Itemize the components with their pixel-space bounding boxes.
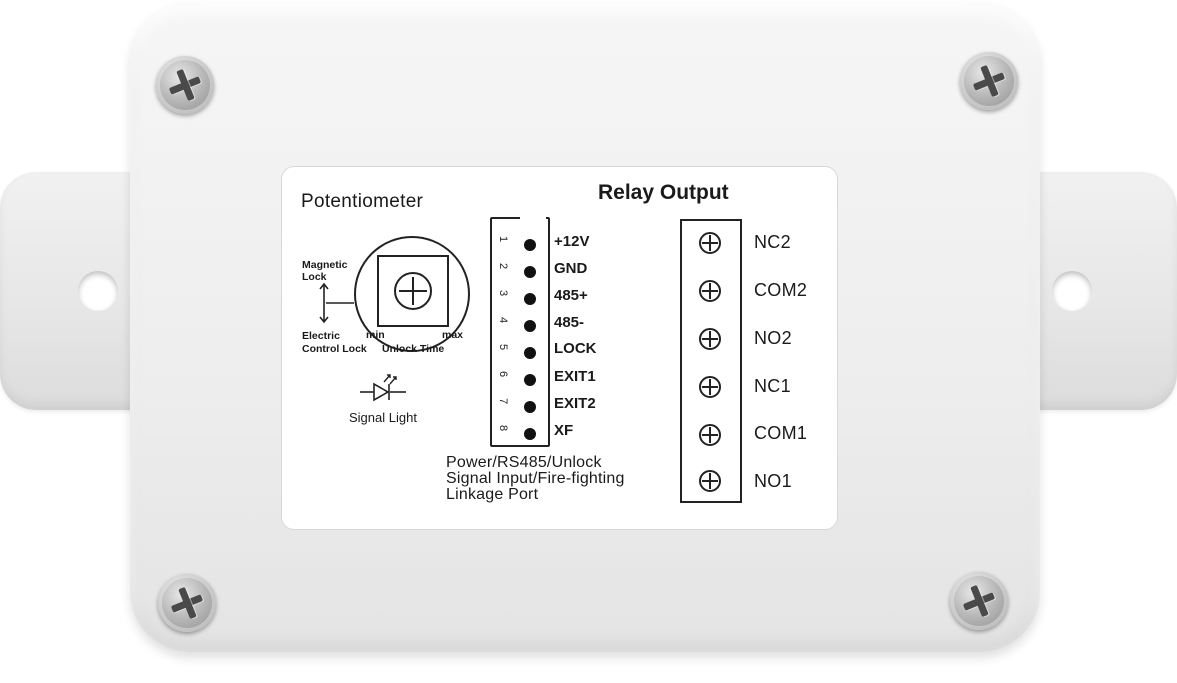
pin-label: EXIT1 [554,368,596,385]
relay-terminal-label: COM1 [754,423,808,443]
pin-dot [524,401,536,413]
pin-label: GND [554,260,588,277]
pin-label: XF [554,422,574,439]
pin-dot [524,239,536,251]
wiring-label: Potentiometer Relay Output Magnetic Lock… [282,167,837,529]
pin-number: 5 [497,343,510,351]
pin-dot [524,266,536,278]
lock-mode-arrow-icon [319,282,329,324]
pin-dot [524,374,536,386]
potentiometer-title: Potentiometer [301,191,424,212]
pin-connector: 1 2 3 4 5 6 7 8 [490,217,550,447]
relay-output-title: Relay Output [598,181,729,204]
screw-top-right [960,52,1018,110]
terminal-screw-icon [699,232,721,254]
magnetic-lock-label-1: Magnetic [302,259,348,271]
lock-mode-connector-icon [326,302,354,304]
pin-label: 485+ [554,287,588,304]
relay-terminal-label: NO1 [754,471,792,491]
pin-dot [524,320,536,332]
terminal-screw-icon [699,424,721,446]
pin-dot [524,347,536,359]
max-label: max [442,329,464,341]
pin-number: 4 [497,316,510,324]
terminal-screw-icon [699,328,721,350]
signal-light-icon [360,374,406,402]
unlock-time-label: Unlock Time [382,343,445,355]
relay-terminal-label: COM2 [754,280,808,300]
pin-dot [524,428,536,440]
pin-label: +12V [554,233,590,250]
min-label: min [366,329,385,341]
pin-label: LOCK [554,340,597,357]
left-mounting-hole [78,271,118,311]
signal-light-label: Signal Light [349,410,417,425]
relay-terminal-label: NC2 [754,232,791,252]
relay-terminal-block [680,219,742,503]
electric-lock-label-2: Control Lock [302,343,367,355]
pin-number: 1 [497,235,510,243]
pin-label: 485- [554,314,585,331]
screw-bottom-right [950,572,1008,630]
port-caption: Power/RS485/Unlock Signal Input/Fire-fig… [446,455,625,503]
relay-terminal-label: NC1 [754,376,791,396]
port-caption-line-1: Power/RS485/Unlock [446,454,602,471]
screw-top-left [156,56,214,114]
pin-number: 6 [497,370,510,378]
relay-terminal-label: NO2 [754,328,792,348]
port-caption-line-3: Linkage Port [446,486,539,503]
port-caption-line-2: Signal Input/Fire-fighting [446,470,625,487]
terminal-screw-icon [699,280,721,302]
potentiometer-body [377,255,449,327]
pin-label: EXIT2 [554,395,596,412]
pin-number: 2 [497,262,510,270]
potentiometer-outline [354,236,470,352]
electric-lock-label-1: Electric [302,330,340,342]
pin-number: 8 [497,424,510,432]
terminal-screw-icon [699,470,721,492]
screw-bottom-left [158,574,216,632]
right-mounting-hole [1052,271,1092,311]
magnetic-lock-label-2: Lock [302,271,327,283]
potentiometer-knob-icon [394,272,432,310]
pin-number: 7 [497,397,510,405]
pin-number: 3 [497,289,510,297]
pin-connector-notch [520,217,546,219]
terminal-screw-icon [699,376,721,398]
pin-dot [524,293,536,305]
